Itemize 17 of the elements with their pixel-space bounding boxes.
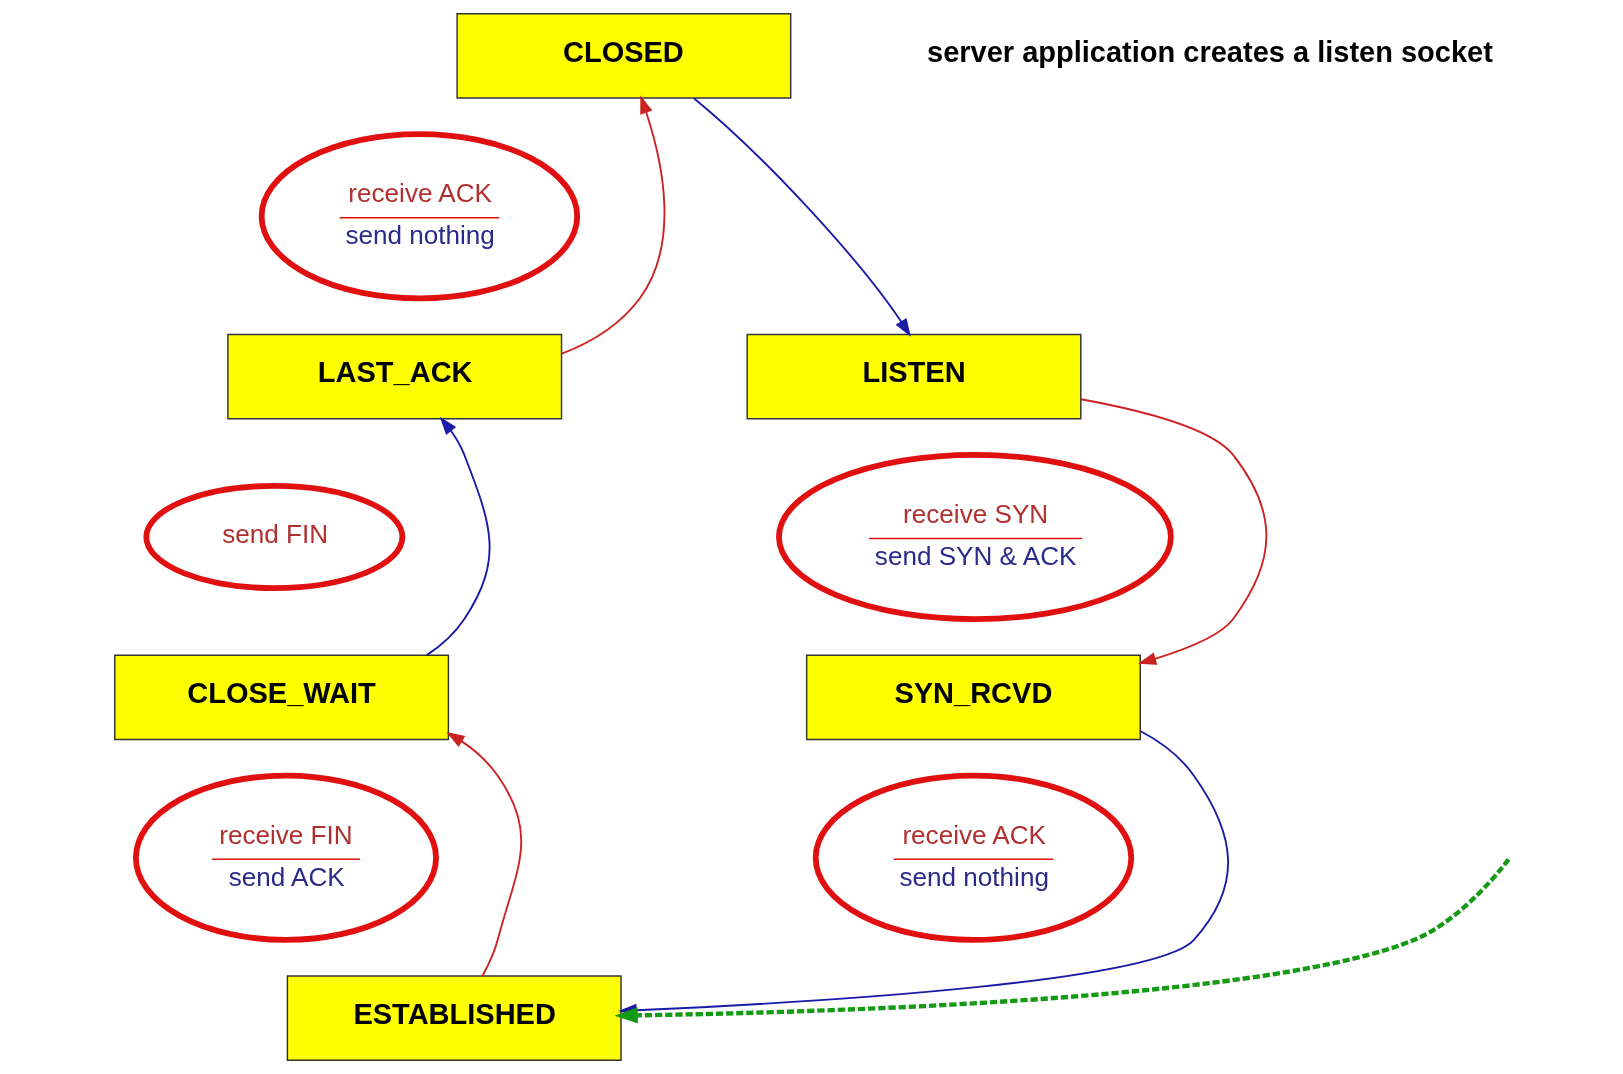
arrow [692,97,911,337]
arrow [425,416,490,657]
node-ellipse: send FIN [142,483,405,591]
node-ellipse: receive SYN send SYN & ACK [775,451,1174,623]
arrow [560,95,665,355]
node-box: ESTABLISHED [286,975,622,1061]
node-ellipse: receive FIN send ACK [132,772,439,943]
label: server application creates a listen socket [926,35,1493,68]
arrow [1079,398,1267,665]
node-ellipse: receive ACK send nothing [258,131,580,302]
arrow [445,732,522,977]
node-ellipse: receive ACK send nothing [812,772,1134,943]
node-box: LISTEN [745,333,1082,420]
node-box: CLOSED [455,13,791,99]
node-box: CLOSE_WAIT [113,654,449,741]
node-box: LAST_ACK [226,333,562,420]
node-box: SYN_RCVD [805,654,1141,741]
